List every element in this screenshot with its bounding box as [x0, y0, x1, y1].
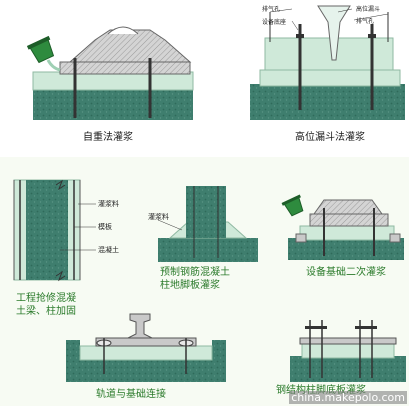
caption-column-repair-line1: 工程抢修混凝	[16, 293, 76, 304]
label-formwork: 模板	[98, 223, 112, 231]
concrete-column	[26, 180, 68, 280]
caption-precast-column: 预制钢筋混凝土 柱地脚板灌浆	[160, 266, 230, 292]
label-precast-grout: 灌浆料	[148, 213, 169, 221]
caption-rail: 轨道与基础连接	[96, 389, 166, 400]
figure-column-repair	[13, 179, 96, 282]
figure-precast-column	[157, 186, 258, 262]
grout-layer	[32, 71, 194, 91]
caption-secondary: 设备基础二次灌浆	[306, 267, 386, 278]
label-funnel: 高位漏斗	[356, 6, 381, 13]
caption-column-repair-line2: 土梁、柱加固	[16, 306, 76, 317]
caption-self-weight: 自重法灌浆	[83, 132, 133, 143]
equipment-base	[264, 37, 394, 71]
label-grout: 灌浆料	[98, 200, 119, 208]
bucket-icon	[281, 194, 304, 217]
caption-precast-line1: 预制钢筋混凝土	[160, 267, 230, 278]
bucket-icon	[26, 35, 55, 64]
funnel-icon	[317, 5, 351, 61]
figure-funnel	[250, 5, 405, 120]
figure-secondary-grouting	[281, 194, 404, 260]
equipment-base	[68, 29, 192, 63]
caption-column-repair: 工程抢修混凝 土梁、柱加固	[16, 292, 76, 318]
concrete-foundation	[33, 88, 193, 120]
label-base: 设备底座	[262, 19, 287, 26]
column	[186, 186, 226, 238]
concrete-foundation	[250, 84, 405, 120]
caption-precast-line2: 柱地脚板灌浆	[160, 280, 220, 291]
caption-funnel: 高位漏斗法灌浆	[295, 132, 365, 143]
watermark: china.makepolo.com	[289, 391, 407, 404]
label-vent-right: 排气孔	[356, 18, 375, 25]
figure-self-weight	[26, 26, 194, 120]
rail-icon	[127, 313, 153, 339]
label-concrete: 混凝土	[98, 246, 119, 254]
figure-steel-column	[290, 320, 406, 382]
caption-steel: 钢结构柱脚底板灌浆	[276, 384, 366, 397]
figure-rail	[66, 313, 226, 382]
label-vent-left: 排气孔	[262, 6, 281, 13]
